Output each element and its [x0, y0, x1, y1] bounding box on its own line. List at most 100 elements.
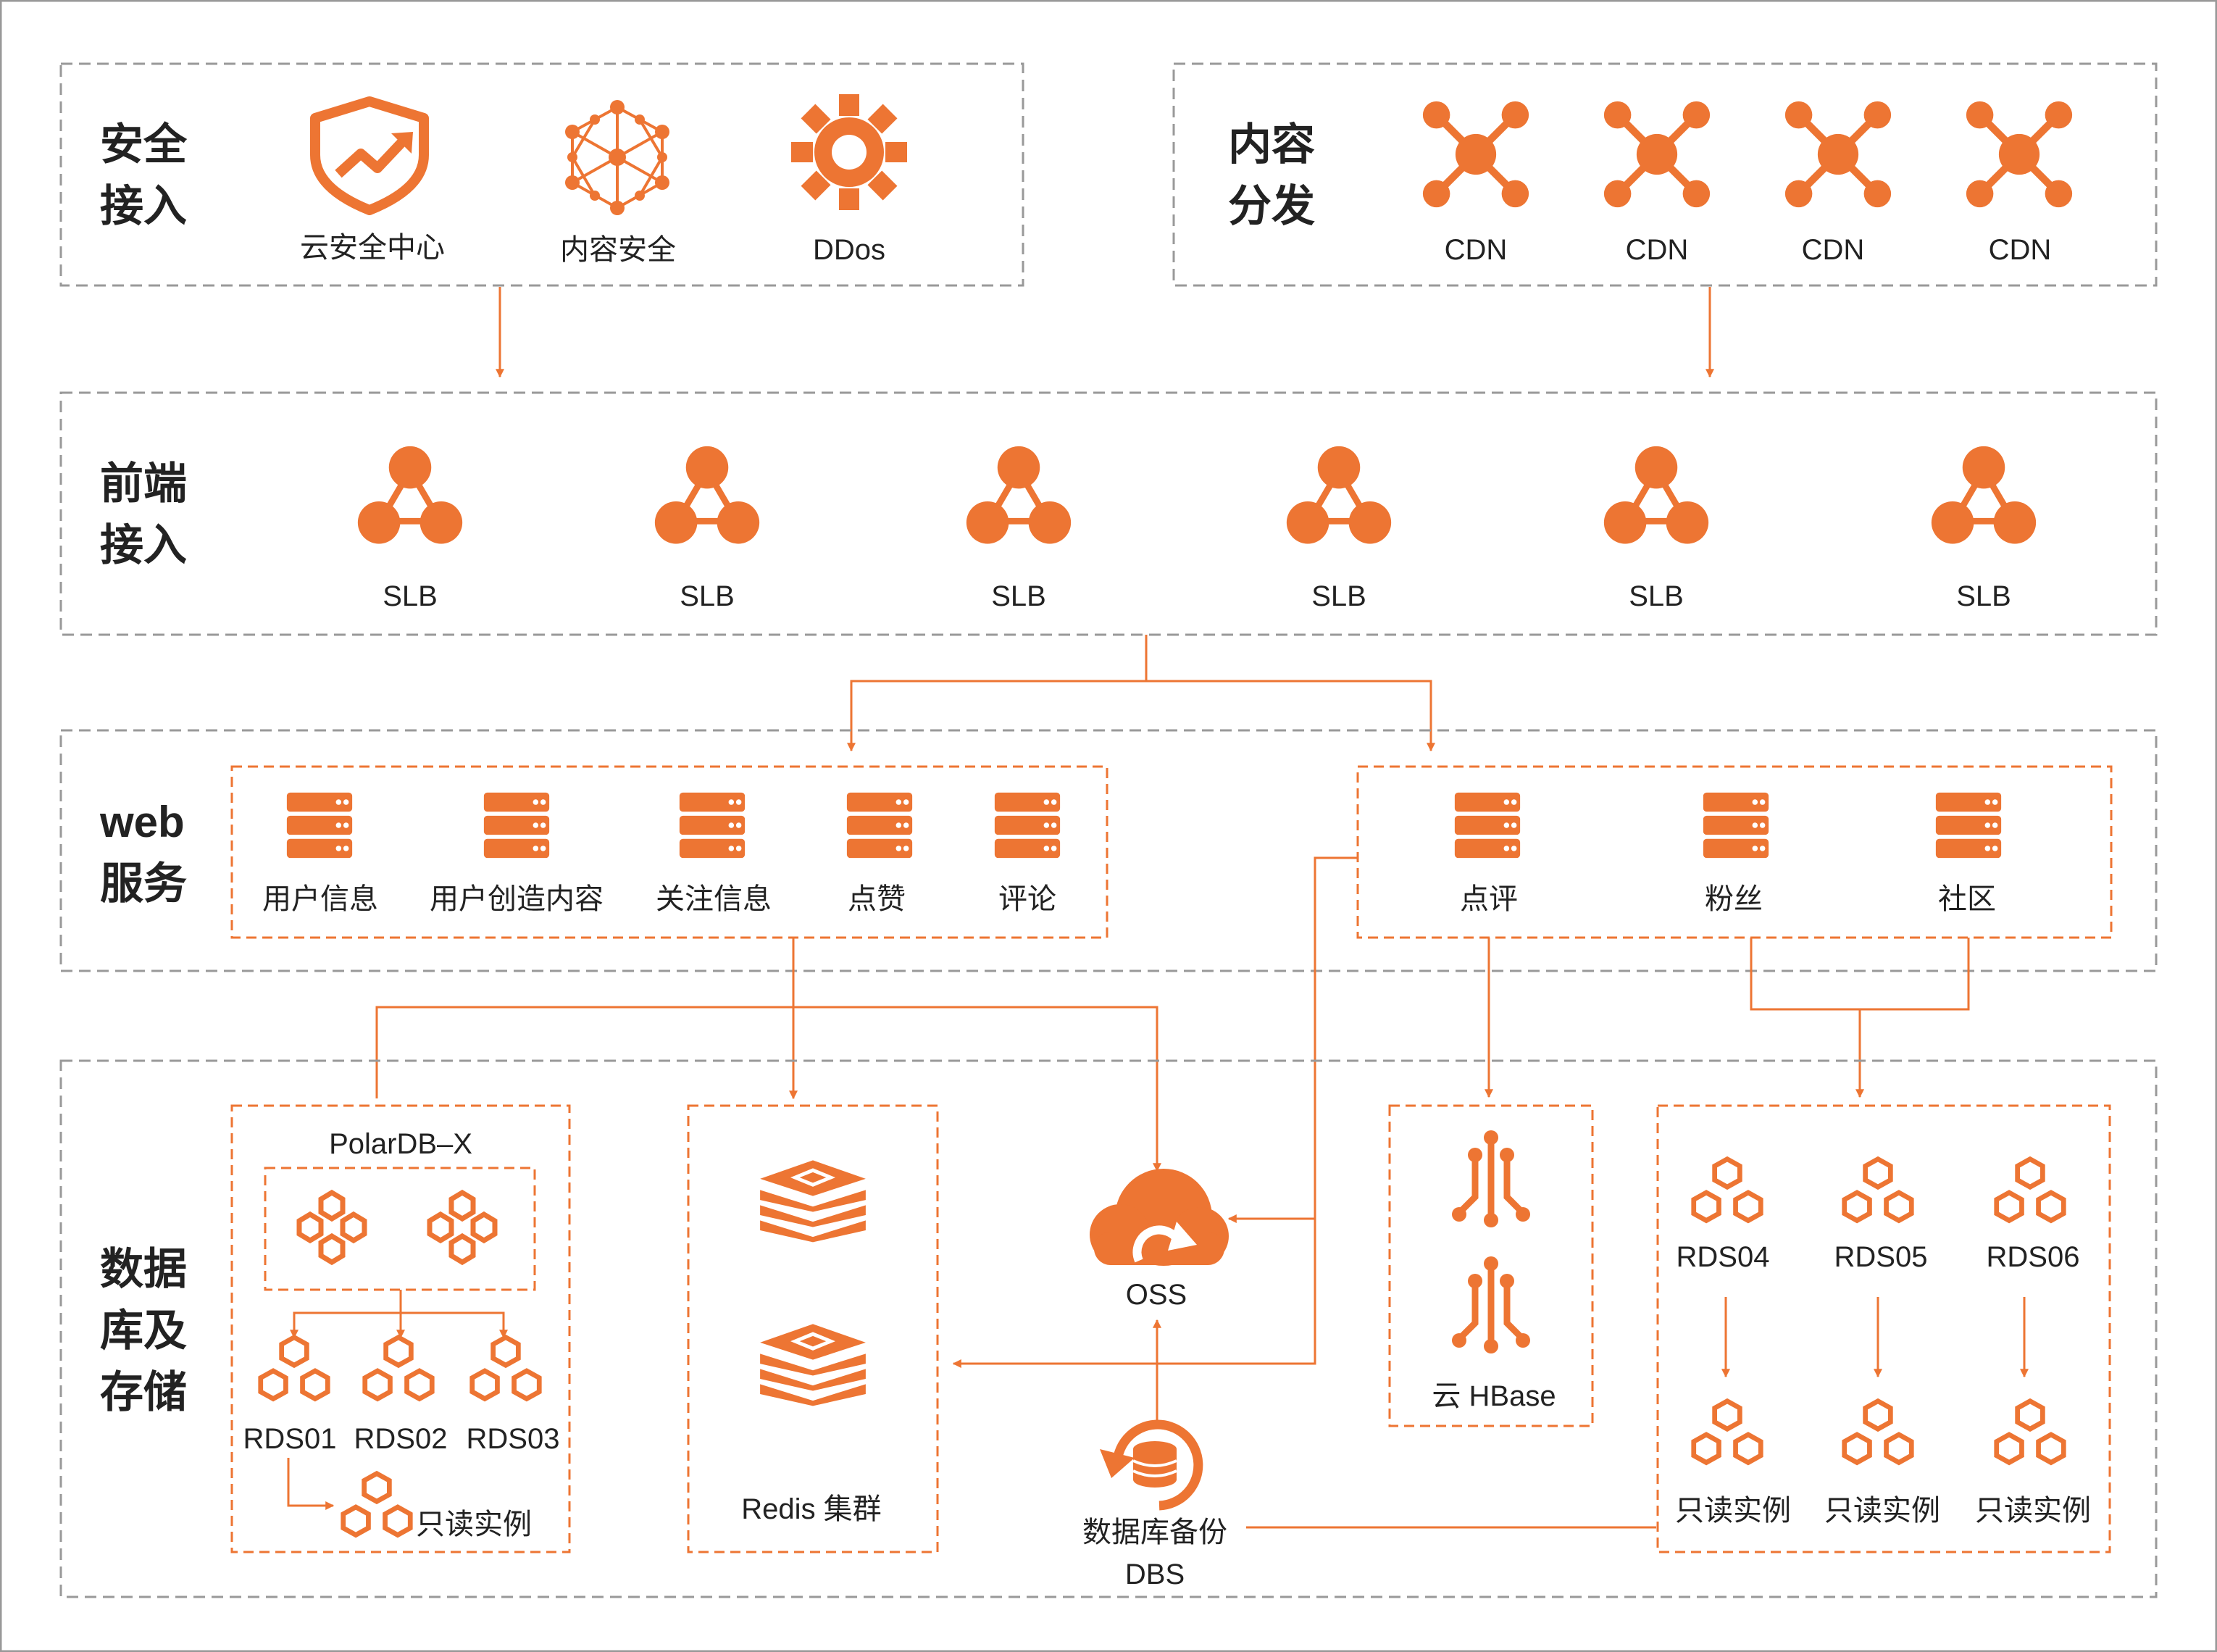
redis-group-box: [687, 1104, 939, 1553]
cdn-label: CDN: [1989, 234, 2052, 266]
cdn-hub-icon: [1423, 101, 1529, 207]
slb-triangle-icon: [1604, 446, 1708, 544]
storage-title-line2: 库及: [100, 1306, 187, 1355]
network-cube-icon: [565, 100, 669, 215]
oss-label: OSS: [1126, 1279, 1187, 1311]
readonly-instance-label: 只读实例: [416, 1509, 532, 1540]
frontend-section-box: [59, 391, 2158, 636]
readonly-instance-icon: [1997, 1401, 2064, 1463]
rds-icon: [1997, 1159, 2064, 1221]
server-icon: [1703, 792, 1769, 859]
polardb-group-box: [230, 1104, 571, 1553]
dbs-label-line2: DBS: [1125, 1559, 1185, 1590]
readonly-instance-label: 只读实例: [1675, 1495, 1791, 1527]
polardb-group: PolarDB–X RDS01 RDS02 RDS03 只读实例: [230, 1104, 571, 1553]
web-left-group-box: [230, 765, 1108, 939]
database-backup-icon: [1100, 1419, 1203, 1511]
cdn-hub-icon: [1966, 101, 2072, 207]
hbase-label: 云 HBase: [1432, 1380, 1556, 1412]
hbase-tree-icon: [1452, 1256, 1530, 1353]
content-security-label: 内容安全: [560, 234, 676, 266]
web-to-storage-connectors: [375, 856, 1970, 1368]
slb-triangle-icon: [966, 446, 1071, 544]
dbs-node: 数据库备份 DBS: [1082, 1319, 1656, 1590]
web-right-group-box: [1356, 765, 2113, 939]
rds-icon: [472, 1338, 540, 1399]
hbase-group: 云 HBase: [1388, 1104, 1594, 1427]
readonly-instance-label: 只读实例: [1975, 1495, 2091, 1527]
rds-label: RDS03: [467, 1423, 560, 1455]
redis-stack-icon: [760, 1324, 866, 1406]
security-center-label: 云安全中心: [300, 232, 445, 264]
rds-label: RDS06: [1987, 1241, 2080, 1273]
web-section-box: [59, 729, 2158, 972]
rds-icon: [261, 1338, 328, 1399]
ddos-label: DDos: [813, 234, 885, 266]
slb-triangle-icon: [358, 446, 462, 544]
slb-label: SLB: [680, 580, 735, 612]
server-icon: [846, 792, 913, 859]
readonly-instance-icon: [1845, 1401, 1912, 1463]
polardb-title: PolarDB–X: [329, 1128, 472, 1160]
rds-label: RDS05: [1834, 1241, 1928, 1273]
dbs-label-line1: 数据库备份: [1082, 1517, 1227, 1548]
web-service-label: 用户创造内容: [430, 883, 604, 915]
readonly-instance-icon: [343, 1474, 411, 1535]
redis-group: Redis 集群: [687, 1104, 939, 1553]
server-icon: [679, 792, 746, 859]
web-title-line2: 服务: [100, 859, 187, 908]
cdn-title-line1: 内容: [1228, 120, 1315, 169]
shield-trend-icon: [310, 96, 429, 215]
slb-triangle-icon: [655, 446, 759, 544]
server-icon: [994, 792, 1061, 859]
hbase-tree-icon: [1452, 1130, 1530, 1227]
web-service-label: 点评: [1460, 883, 1518, 915]
slb-label: SLB: [991, 580, 1046, 612]
cdn-section: 内容 分发 CDN CDN CDN CDN: [1172, 62, 2158, 287]
polardb-node-icon: [299, 1193, 364, 1262]
security-section: 安全 接入 云安全中心: [59, 62, 1024, 287]
rds-right-group-box: [1656, 1104, 2111, 1553]
cdn-label: CDN: [1626, 234, 1689, 266]
cdn-title-line2: 分发: [1228, 182, 1315, 230]
server-icon: [1454, 792, 1521, 859]
rds-right-group: RDS04 RDS05 RDS06 只读实例 只读实例 只读实例: [1656, 1104, 2111, 1553]
hbase-group-box: [1388, 1104, 1594, 1427]
frontend-section: 前端 接入 SLB SLB SLB SLB SLB SLB: [59, 391, 2158, 636]
frontend-title-line2: 接入: [100, 521, 187, 570]
web-service-label: 社区: [1938, 883, 1996, 915]
server-icon: [483, 792, 550, 859]
frontend-to-web-connector: [847, 635, 1435, 752]
security-section-box: [59, 62, 1024, 287]
web-service-label: 评论: [998, 883, 1056, 915]
rds-label: RDS04: [1677, 1241, 1770, 1273]
web-service-label: 用户信息: [262, 883, 378, 915]
cdn-hub-icon: [1604, 101, 1710, 207]
polardb-node-icon: [430, 1193, 495, 1262]
slb-label: SLB: [383, 580, 438, 612]
cdn-label: CDN: [1445, 234, 1508, 266]
readonly-instance-icon: [1694, 1401, 1761, 1463]
oss-cloud-icon: [1090, 1169, 1229, 1266]
redis-label: Redis 集群: [741, 1493, 881, 1525]
rds-icon: [1845, 1159, 1912, 1221]
ddos-gear-icon: [791, 94, 907, 210]
cdn-hub-icon: [1785, 101, 1891, 207]
server-icon: [1935, 792, 2002, 859]
readonly-instance-label: 只读实例: [1824, 1495, 1940, 1527]
cdn-section-box: [1172, 62, 2158, 287]
storage-title-line1: 数据: [100, 1245, 187, 1293]
security-title-line1: 安全: [100, 120, 188, 169]
web-service-label: 关注信息: [656, 883, 772, 915]
rds-icon: [365, 1338, 433, 1399]
storage-title-line3: 存储: [100, 1368, 187, 1417]
web-title-line1: web: [99, 798, 185, 846]
storage-section: 数据 库及 存储 PolarDB–X RDS01 RDS02 RDS03 只读实…: [59, 1059, 2158, 1598]
rds-label: RDS02: [354, 1423, 448, 1455]
redis-stack-icon: [760, 1160, 866, 1243]
cdn-label: CDN: [1802, 234, 1865, 266]
web-service-label: 粉丝: [1705, 883, 1763, 915]
rds-label: RDS01: [243, 1423, 337, 1455]
